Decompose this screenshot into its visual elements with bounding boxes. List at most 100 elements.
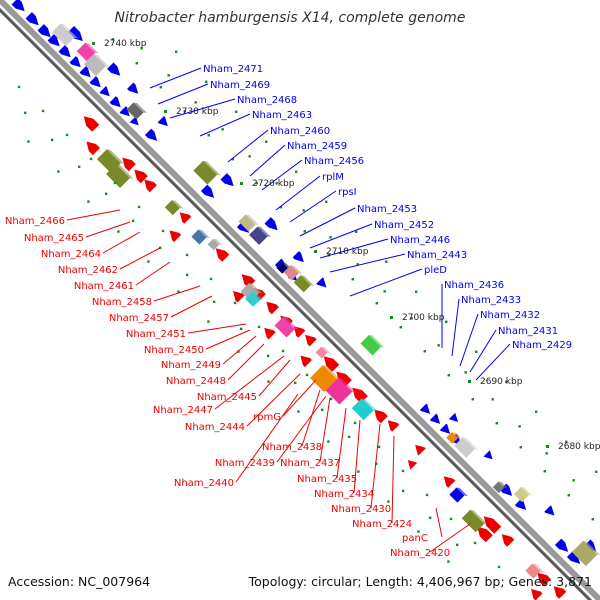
block-olive-1-edge (203, 160, 221, 176)
block-khaki-1 (238, 214, 259, 232)
scale-tick-2710 (314, 250, 317, 253)
reverse-leader-22 (391, 435, 395, 524)
reverse-gene-0 (83, 116, 100, 132)
block-gray-1 (51, 23, 78, 47)
tick-mark (23, 111, 27, 115)
block-dark-1 (126, 102, 147, 120)
block-olive-r3 (164, 200, 184, 216)
reverse-leader-11 (258, 359, 291, 397)
block-steel-r1-body (191, 229, 207, 245)
scale-tick-2690 (468, 380, 471, 383)
tick-mark (87, 200, 90, 203)
block-cyan-r2-body (351, 398, 374, 421)
block-olive-r4 (461, 509, 488, 533)
tick-mark (266, 354, 270, 358)
block-olive-r3-edge (171, 200, 184, 209)
block-dark-1-body (126, 102, 144, 120)
tick-mark (185, 253, 189, 257)
reverse-label-13: Nham_2444 (185, 422, 245, 433)
forward-leader-4 (227, 129, 269, 163)
reverse-leader-7 (187, 323, 247, 334)
block-khaki-2-edge (520, 487, 533, 496)
tick-mark (387, 500, 390, 503)
scale-label-2700: 2700 kbp (402, 313, 445, 323)
tick-mark (437, 344, 440, 347)
block-magenta-r1 (274, 316, 299, 338)
block-navy-1-body (249, 226, 268, 245)
tick-mark (221, 128, 224, 131)
reverse-gene-outer-7 (531, 588, 543, 600)
reverse-leader-15 (301, 389, 321, 447)
forward-gene-3 (47, 34, 60, 47)
tick-mark (161, 229, 165, 233)
tick-mark (248, 155, 251, 158)
forward-leader-0 (149, 67, 202, 89)
block-magenta-r2-body (325, 377, 353, 405)
tick-mark (209, 277, 213, 281)
forward-leader-12 (329, 253, 406, 273)
reverse-leader-24 (429, 523, 471, 553)
tick-mark (545, 452, 548, 455)
block-pink-r1 (315, 346, 331, 359)
block-olive-r3-body (164, 200, 180, 216)
reverse-gene-15 (374, 409, 388, 424)
tick-mark (595, 470, 598, 473)
reverse-leader-2 (102, 231, 141, 254)
reverse-leader-9 (222, 335, 257, 365)
tick-mark (491, 398, 494, 401)
forward-gene-outer-1 (107, 62, 121, 76)
scale-tick-2700 (390, 316, 393, 319)
forward-leader-15 (451, 298, 460, 357)
forward-label-4: Nham_2460 (270, 126, 330, 137)
tick-mark (297, 410, 300, 413)
block-magenta-1-body (76, 42, 96, 62)
block-blue-r1-body (449, 487, 465, 503)
tick-mark (401, 489, 405, 493)
scale-label-2740: 2740 kbp (104, 39, 147, 49)
tick-mark (281, 349, 285, 353)
reverse-label-6: Nham_2457 (109, 313, 169, 324)
accession-text: Accession: NC_007964 (8, 574, 150, 589)
block-pink-r2-body (525, 563, 541, 579)
reverse-gene-17 (415, 444, 426, 456)
tick-mark (327, 440, 330, 443)
forward-label-12: Nham_2443 (407, 250, 467, 261)
tick-mark (57, 170, 60, 173)
reverse-gene-5 (215, 248, 230, 262)
scale-tick-2680 (546, 445, 549, 448)
reverse-label-1: Nham_2465 (24, 233, 84, 244)
tick-mark (357, 470, 360, 473)
block-gray-1-edge (60, 23, 78, 39)
block-magenta-1 (76, 42, 99, 62)
scale-tick-2730 (164, 110, 167, 113)
tick-mark (177, 290, 180, 293)
block-orange-r1-body (310, 365, 337, 392)
tick-mark (305, 373, 309, 377)
tick-mark (572, 479, 575, 482)
block-khaki-2 (513, 487, 533, 503)
forward-gene-outer-10 (544, 505, 555, 516)
reverse-label-22: Nham_2424 (352, 519, 412, 530)
forward-label-6: Nham_2456 (304, 156, 364, 167)
forward-label-2: Nham_2468 (237, 95, 297, 106)
tick-mark (77, 165, 81, 169)
reverse-gene-13 (336, 371, 352, 388)
reverse-label-15: Nham_2438 (262, 442, 322, 453)
forward-gene-8 (99, 86, 110, 97)
forward-gene-19 (439, 423, 451, 434)
tick-mark (423, 350, 426, 353)
tick-mark (237, 350, 240, 353)
genome-summary-text: Topology: circular; Length: 4,406,967 bp… (248, 574, 592, 589)
tick-mark (591, 518, 594, 521)
forward-leader-3 (199, 113, 251, 137)
forward-label-15: Nham_2433 (461, 295, 521, 306)
tick-mark (543, 470, 546, 473)
tick-mark (355, 230, 358, 233)
tick-mark (194, 101, 197, 104)
tick-mark (567, 494, 570, 497)
tick-mark (207, 134, 210, 137)
tick-mark (449, 517, 453, 521)
reverse-gene-19 (483, 516, 502, 534)
block-gray-4 (492, 481, 508, 494)
